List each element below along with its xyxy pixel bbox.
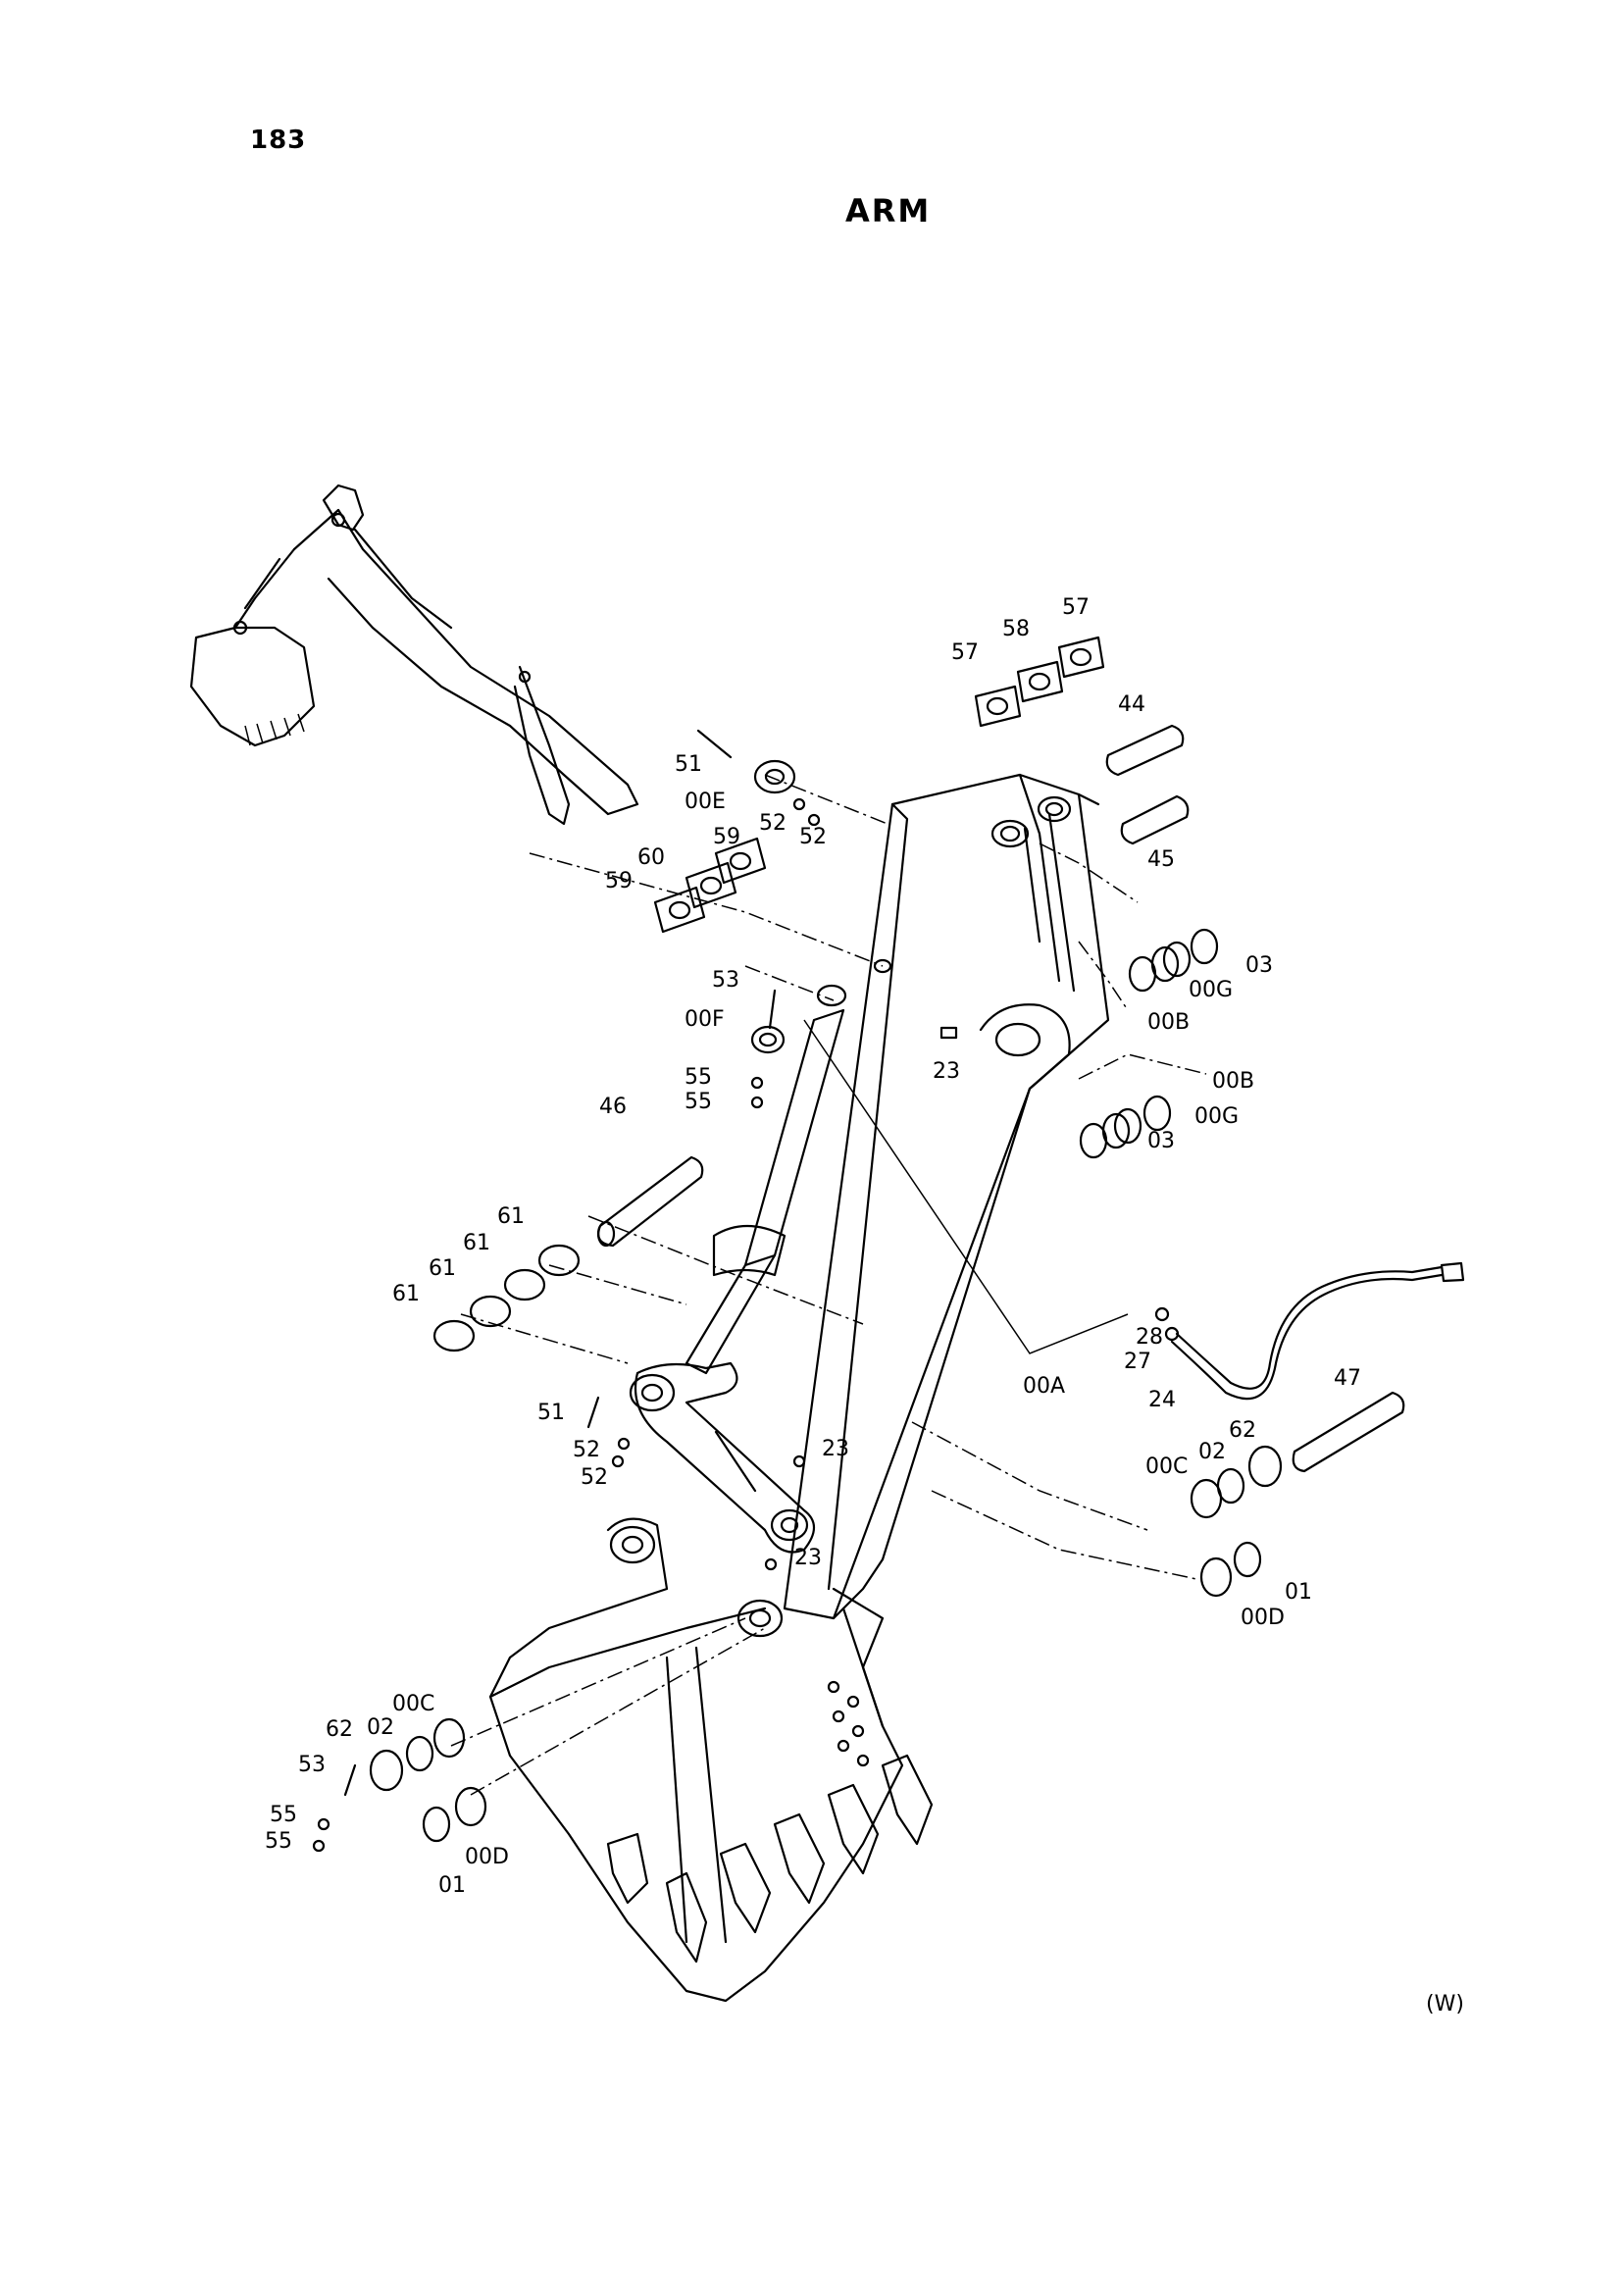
- part-callout-62: 62: [326, 1717, 353, 1742]
- part-callout-52: 52: [799, 825, 827, 849]
- part-callout-00d: 00D: [465, 1845, 509, 1869]
- part-callout-61: 61: [463, 1231, 490, 1255]
- part-callout-57: 57: [951, 640, 979, 665]
- part-callout-61: 61: [392, 1282, 420, 1306]
- part-callout-27: 27: [1124, 1350, 1151, 1374]
- part-callout-00c: 00C: [392, 1692, 434, 1716]
- part-callout-23: 23: [933, 1059, 960, 1084]
- part-callout-01: 01: [438, 1873, 466, 1898]
- loose-parts: [312, 636, 1465, 1853]
- part-callout-59: 59: [605, 869, 633, 893]
- part-callout-60: 60: [637, 845, 665, 870]
- part-callout-00f: 00F: [685, 1007, 725, 1032]
- part-callout-52: 52: [573, 1438, 600, 1462]
- part-callout-00e: 00E: [685, 790, 726, 814]
- part-callout-00d: 00D: [1241, 1606, 1285, 1630]
- part-callout-55: 55: [270, 1803, 297, 1827]
- corner-mark: (W): [1426, 1992, 1464, 2016]
- part-callout-55: 55: [685, 1065, 712, 1090]
- part-callout-62: 62: [1229, 1418, 1256, 1443]
- part-callout-00b: 00B: [1212, 1069, 1254, 1094]
- bucket-link: [629, 1361, 816, 1554]
- page-number: 183: [250, 126, 307, 155]
- part-callout-55: 55: [265, 1829, 292, 1854]
- part-callout-03: 03: [1245, 953, 1273, 978]
- part-callout-00a: 00A: [1023, 1374, 1065, 1399]
- part-callout-61: 61: [429, 1256, 456, 1281]
- part-callout-53: 53: [298, 1753, 326, 1777]
- part-callout-57: 57: [1062, 595, 1090, 620]
- part-callouts: 575857445100E5252455960590300G00B5300F23…: [265, 595, 1361, 1898]
- page-title: ARM: [845, 192, 932, 230]
- part-callout-02: 02: [1198, 1440, 1226, 1464]
- part-callout-44: 44: [1118, 692, 1145, 717]
- leader-lines: [450, 774, 1207, 1796]
- part-callout-58: 58: [1002, 617, 1030, 641]
- reference-excavator-inset: [189, 484, 639, 826]
- bucket: [488, 1517, 934, 2003]
- part-callout-00b: 00B: [1147, 1010, 1190, 1035]
- arm-body: [783, 773, 1110, 1620]
- part-callout-51: 51: [537, 1401, 565, 1425]
- part-callout-28: 28: [1136, 1325, 1163, 1350]
- part-callout-00g: 00G: [1189, 978, 1233, 1002]
- part-callout-61: 61: [497, 1204, 525, 1229]
- part-callout-00c: 00C: [1145, 1454, 1188, 1479]
- part-callout-55: 55: [685, 1090, 712, 1114]
- part-callout-01: 01: [1285, 1580, 1312, 1605]
- part-callout-52: 52: [581, 1465, 608, 1490]
- part-callout-53: 53: [712, 968, 739, 993]
- part-callout-02: 02: [367, 1715, 394, 1740]
- part-callout-47: 47: [1334, 1366, 1361, 1391]
- part-callout-23: 23: [822, 1437, 849, 1461]
- part-callout-59: 59: [713, 825, 740, 849]
- corner-mark-letter: W: [1434, 1992, 1456, 2016]
- part-callout-52: 52: [759, 811, 787, 836]
- part-callout-46: 46: [599, 1095, 627, 1119]
- part-callout-45: 45: [1147, 847, 1175, 872]
- part-callout-00g: 00G: [1194, 1104, 1239, 1129]
- part-callout-23: 23: [794, 1546, 822, 1570]
- part-callout-51: 51: [675, 752, 702, 777]
- part-callout-24: 24: [1148, 1388, 1176, 1412]
- part-callout-03: 03: [1147, 1129, 1175, 1153]
